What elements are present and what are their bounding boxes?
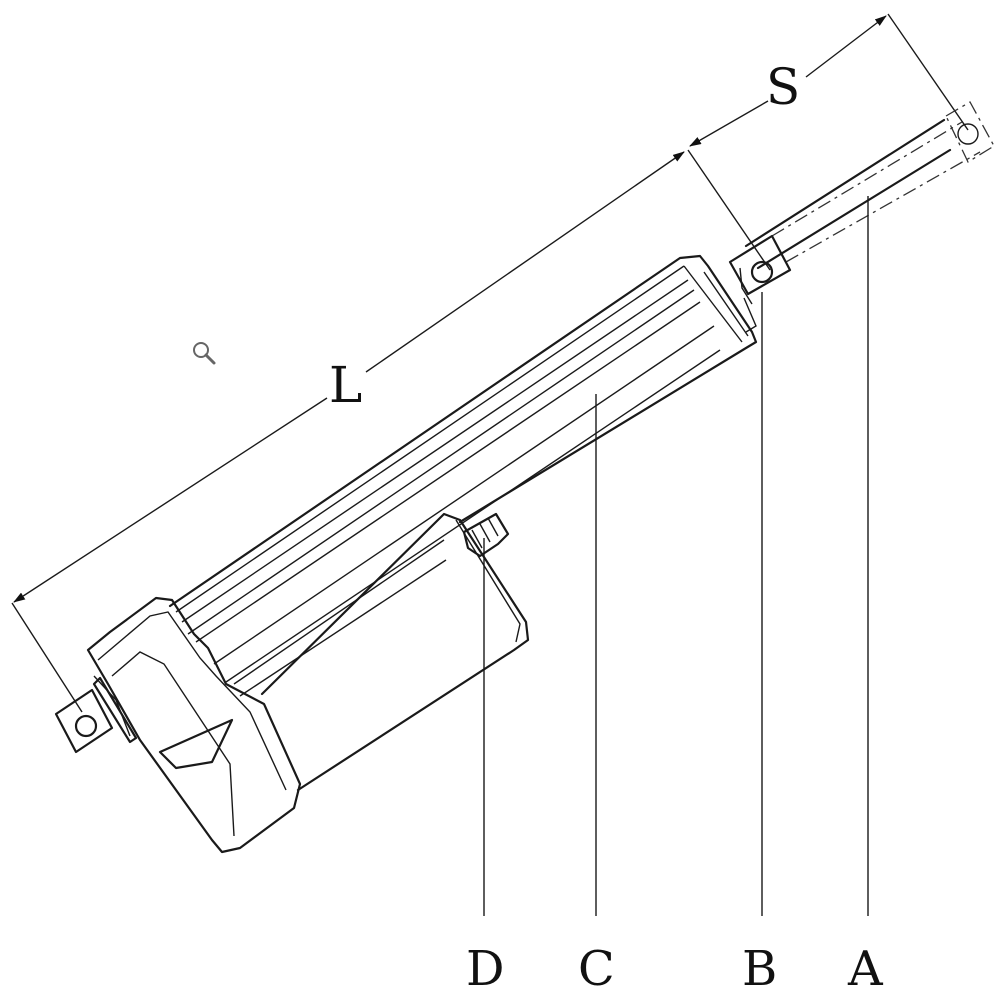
rear-clevis [54, 676, 138, 754]
gearbox-end-cap [86, 596, 302, 854]
front-rear-rod [728, 118, 952, 333]
dimension-stroke [687, 13, 969, 271]
dimension-arrow-s-right [805, 15, 887, 78]
dimension-arrow-l-left [13, 397, 328, 603]
callout-leaders [483, 196, 869, 916]
magnifier-icon[interactable] [193, 342, 216, 365]
callout-label-a: A [847, 941, 884, 997]
callout-label-b: B [742, 941, 777, 997]
dimension-arrow-s-left [689, 100, 769, 147]
extension-line-stroke-end [887, 13, 969, 131]
dimension-arrow-l-right [365, 151, 685, 373]
callout-label-d: D [466, 941, 504, 997]
dimension-length [11, 151, 685, 713]
stroke-dimension-label: S [766, 58, 800, 116]
front-clevis [728, 234, 792, 296]
gearbox-wedge [158, 718, 234, 770]
extended-rod-phantom [771, 101, 995, 263]
rear-clevis-hole [74, 714, 98, 738]
extension-line-stroke-start [687, 149, 771, 271]
motor-connector [462, 512, 510, 558]
front-clevis-hole [750, 260, 774, 284]
outer-tube [168, 254, 758, 683]
extension-line-length-start [11, 602, 83, 713]
length-dimension-label: L [329, 356, 362, 414]
callout-label-c: C [578, 941, 615, 997]
